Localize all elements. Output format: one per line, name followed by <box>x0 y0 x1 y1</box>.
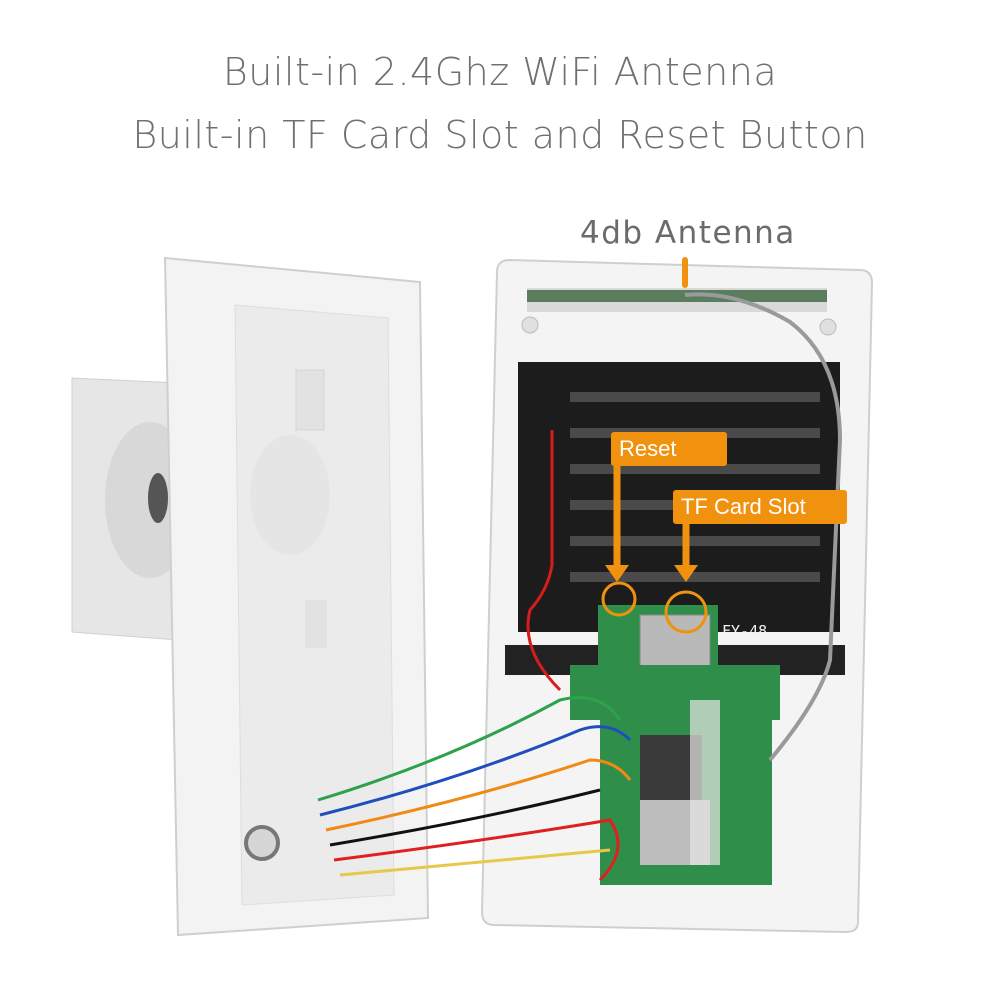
board-marking: FY-48 <box>722 622 767 640</box>
antenna-label: 4db Antenna <box>580 215 796 251</box>
left-housing-lid <box>71 256 430 937</box>
ribbon-cable <box>690 700 720 865</box>
tf-highlight-circle <box>664 590 708 634</box>
wifi-antenna-strip <box>527 290 827 302</box>
antenna-cable <box>684 292 843 762</box>
headline-line-2: Built-in TF Card Slot and Reset Button <box>132 113 868 157</box>
annotations <box>601 257 708 634</box>
reset-callout: Reset <box>611 432 727 466</box>
tf-arrowhead <box>674 565 698 582</box>
mount-screw <box>148 473 168 523</box>
tf-card-callout: TF Card Slot <box>673 490 847 524</box>
reset-arrowhead <box>605 565 629 582</box>
reset-highlight-circle <box>601 581 637 617</box>
cable-grommet <box>244 825 280 861</box>
wire-bundle <box>317 696 632 882</box>
headline-line-1: Built-in 2.4Ghz WiFi Antenna <box>222 50 778 94</box>
